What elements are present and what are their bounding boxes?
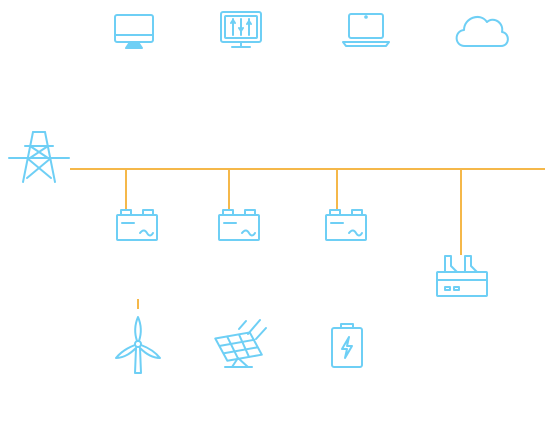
battery-icon (331, 323, 363, 368)
monitor-icon (114, 14, 154, 49)
wind-turbine-icon (115, 316, 161, 374)
factory-icon (436, 255, 488, 297)
laptop-icon (342, 13, 390, 47)
solar-panel-icon (214, 319, 267, 368)
connectors (70, 168, 545, 309)
control-panel-icon (220, 11, 262, 48)
inverter-icon (116, 209, 158, 241)
transmission-tower-icon (8, 131, 70, 183)
inverter-icon (218, 209, 260, 241)
cloud-icon (455, 15, 509, 47)
inverter-icon (325, 209, 367, 241)
